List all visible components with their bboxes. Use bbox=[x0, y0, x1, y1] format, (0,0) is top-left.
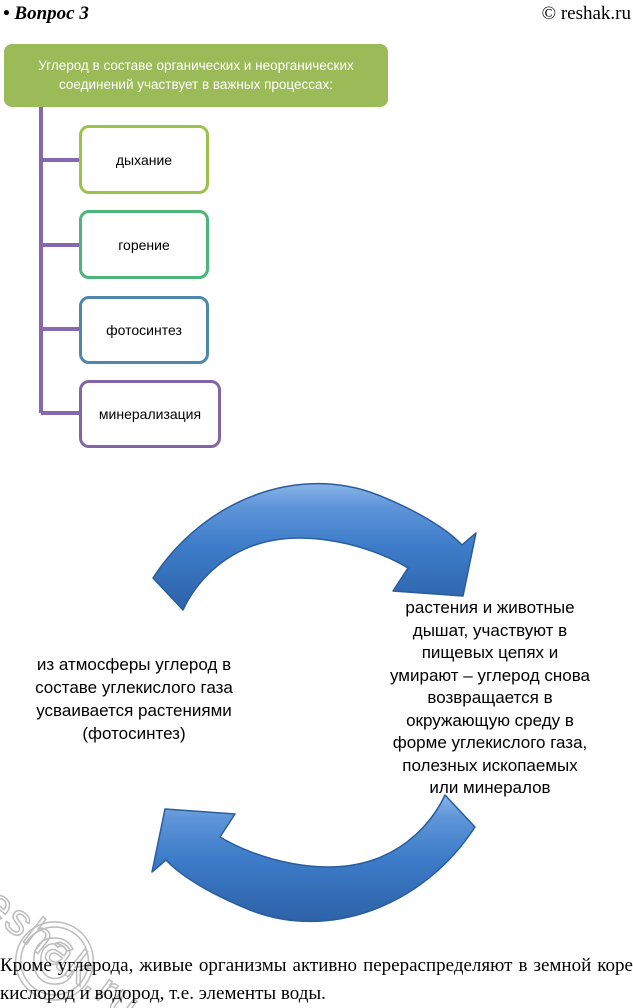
tree-branch-connector bbox=[41, 327, 79, 331]
cycle-caption-right: растения и животные дышат, участвуют в п… bbox=[390, 598, 590, 797]
cycle-arrow-top bbox=[152, 482, 477, 611]
tree-branch-connector bbox=[41, 243, 79, 247]
tree-root-box: Углерод в составе органических и неорган… bbox=[4, 44, 388, 107]
cycle-arrow-bottom bbox=[151, 794, 476, 923]
site-copyright: © reshak.ru bbox=[541, 3, 631, 24]
cycle-caption-left: из атмосферы углерод в составе углекисло… bbox=[35, 655, 233, 743]
process-box-photosynthesis: фотосинтез bbox=[79, 296, 209, 364]
process-box-combustion: горение bbox=[79, 210, 209, 279]
process-box-breathing: дыхание bbox=[79, 125, 209, 194]
tree-branch-connector bbox=[41, 411, 79, 415]
question-title: • Вопрос 3 bbox=[3, 3, 89, 24]
process-box-mineralization: минерализация bbox=[79, 380, 221, 448]
tree-branch-connector bbox=[41, 158, 79, 162]
footer-paragraph: Кроме углерода, живые организмы активно … bbox=[0, 955, 633, 1004]
copyright-watermark-icon: © bbox=[13, 899, 96, 1008]
tree-vertical-connector bbox=[39, 107, 43, 413]
